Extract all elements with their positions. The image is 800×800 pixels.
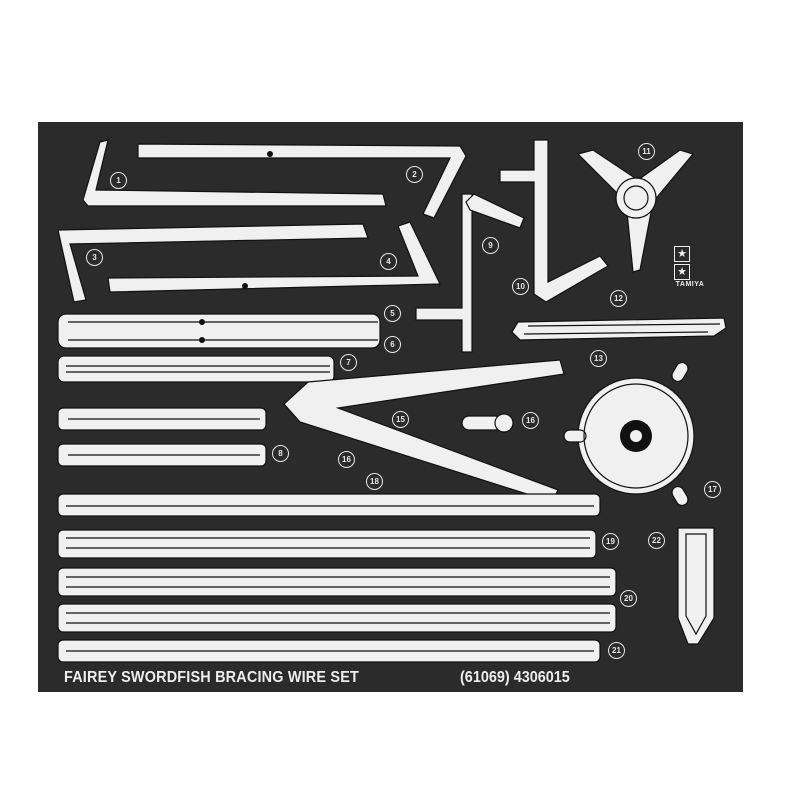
- part-number-4: 4: [380, 253, 397, 270]
- part-number-12: 12: [610, 290, 627, 307]
- part-number-21: 21: [608, 642, 625, 659]
- part-number-8: 8: [272, 445, 289, 462]
- part-number-17: 17: [704, 481, 721, 498]
- part-number-11: 11: [638, 143, 655, 160]
- photo-etch-sheet: 1 2 3 4 5 6 7 8 9 10 11 12 13 15 16 16 1…: [38, 122, 743, 692]
- part-number-19: 19: [602, 533, 619, 550]
- part-number-15: 15: [392, 411, 409, 428]
- part-number-2: 2: [406, 166, 423, 183]
- sheet-title: FAIREY SWORDFISH BRACING WIRE SET: [64, 669, 359, 686]
- part-number-3: 3: [86, 249, 103, 266]
- part-number-16-b: 16: [522, 412, 539, 429]
- part-number-6: 6: [384, 336, 401, 353]
- part-number-10: 10: [512, 278, 529, 295]
- part-number-9: 9: [482, 237, 499, 254]
- brand-name: TAMIYA: [675, 281, 705, 288]
- part-number-20: 20: [620, 590, 637, 607]
- part-number-22: 22: [648, 532, 665, 549]
- part-number-16-a: 16: [338, 451, 355, 468]
- etched-parts-graphic: [57, 139, 727, 663]
- part-number-7: 7: [340, 354, 357, 371]
- product-code: (61069) 4306015: [460, 669, 570, 686]
- star-icon: ★: [674, 246, 690, 262]
- tamiya-logo: ★ ★ TAMIYA: [674, 244, 706, 288]
- star-icon: ★: [674, 264, 690, 280]
- part-number-1: 1: [110, 172, 127, 189]
- part-number-18: 18: [366, 473, 383, 490]
- part-number-13: 13: [590, 350, 607, 367]
- part-number-5: 5: [384, 305, 401, 322]
